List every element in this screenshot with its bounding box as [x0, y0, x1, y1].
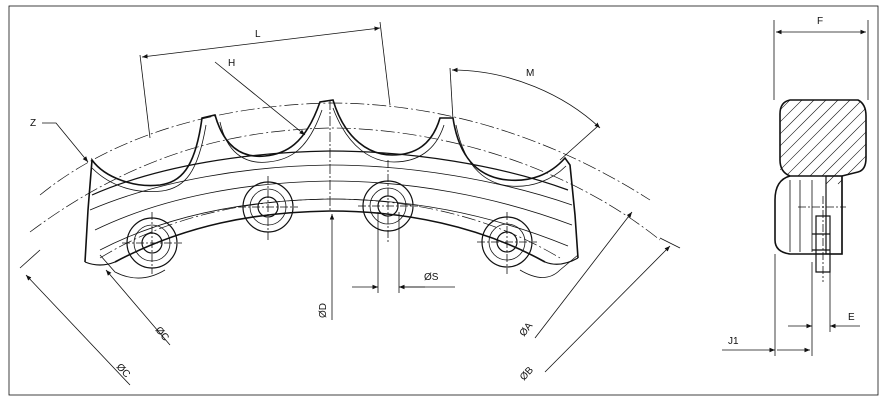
bolt-hole-4 — [477, 212, 537, 274]
label-M: M — [526, 68, 534, 79]
dim-E — [788, 262, 860, 332]
inner-bore-arc — [114, 210, 546, 263]
segment-front-view: L H M Z ØS ØD ØC — [19, 21, 681, 386]
teeth-inner-edge — [91, 107, 567, 192]
lower-contour — [84, 257, 579, 266]
bolt-hole-3 — [358, 160, 418, 242]
end-contour-left — [99, 254, 166, 279]
end-contour-right — [519, 254, 579, 278]
dim-L — [139, 21, 391, 139]
side-lower-inner — [789, 180, 813, 252]
bolt-circle-dash — [99, 198, 561, 259]
dim-H-leader — [214, 61, 306, 136]
label-E: E — [848, 312, 855, 323]
dim-S — [352, 212, 455, 293]
label-D: ØD — [318, 303, 329, 318]
label-F: F — [817, 16, 823, 27]
dim-Z-leader — [42, 122, 89, 163]
bolt-hole-1 — [122, 212, 182, 274]
dim-C-leader — [105, 269, 171, 346]
label-L: L — [255, 29, 261, 40]
pitch-dash-circle — [29, 127, 661, 241]
dim-F — [773, 20, 869, 100]
dim-M — [449, 67, 601, 161]
side-bolt — [812, 215, 831, 273]
label-S: ØS — [424, 272, 439, 283]
side-flange — [825, 175, 843, 255]
label-H: H — [228, 58, 235, 69]
side-lower-body — [774, 175, 843, 255]
label-C-left: ØC — [114, 362, 132, 381]
label-A: ØA — [518, 320, 536, 338]
dim-J1 — [722, 254, 813, 356]
bolt-hole-2 — [238, 176, 298, 240]
label-Z: Z — [30, 118, 36, 129]
teeth-outline — [84, 99, 579, 263]
dim-B — [19, 237, 681, 386]
label-B: ØB — [518, 365, 536, 383]
section-outline — [779, 99, 867, 177]
frame — [8, 5, 879, 396]
label-J1: J1 — [728, 336, 739, 347]
dim-A-leader — [534, 211, 633, 339]
segment-side-view: F E J1 — [722, 16, 869, 356]
